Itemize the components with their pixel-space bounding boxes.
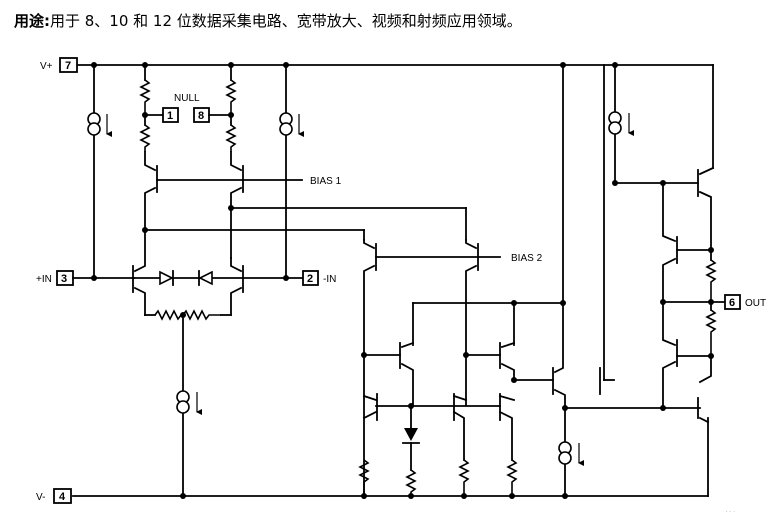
pin-4-number: 4 (59, 491, 66, 503)
vplus-label: V+ (40, 61, 53, 72)
pin-6-out: 6 OUT (724, 294, 766, 310)
caption-text: 用于 8、10 和 12 位数据采集电路、宽带放大、视频和射频应用领域。 (50, 12, 522, 30)
pin-7-number: 7 (65, 60, 71, 72)
junction-dots (91, 62, 714, 499)
input-diode-2 (198, 270, 213, 286)
vminus-label: V- (36, 492, 45, 503)
pin-4-vminus: V- 4 (36, 488, 72, 504)
pin-6-number: 6 (729, 297, 735, 309)
pin-3-in-plus: +IN 3 (36, 270, 74, 286)
vminus-rail (72, 417, 709, 497)
watermark: · · · (725, 509, 735, 516)
bias1-label: BIAS 1 (310, 176, 342, 187)
null-label: NULL (174, 93, 200, 104)
pin-2-in-minus: 2 -IN (302, 270, 336, 286)
current-source-5 (608, 111, 634, 136)
pin-1-null: 1 (162, 107, 179, 123)
figure-caption: 用途:用于 8、10 和 12 位数据采集电路、宽带放大、视频和射频应用领域。 (14, 10, 522, 31)
pin-8-null: 8 (193, 107, 210, 123)
in-plus-label: +IN (36, 274, 52, 285)
current-source-4 (558, 441, 584, 466)
caption-prefix: 用途: (14, 12, 50, 30)
pin-2-number: 2 (307, 273, 313, 285)
current-source-1 (87, 112, 112, 137)
pin-3-number: 3 (61, 273, 67, 285)
in-minus-label: -IN (323, 274, 336, 285)
current-source-3 (279, 112, 304, 137)
out-label: OUT (745, 298, 766, 309)
bias2-label: BIAS 2 (511, 253, 543, 264)
current-source-2 (176, 390, 202, 415)
pin-1-number: 1 (167, 110, 173, 122)
input-diode-1 (159, 270, 174, 286)
bias-diode (402, 428, 420, 444)
vplus-rail (77, 64, 714, 169)
pin-8-number: 8 (198, 110, 204, 122)
pin-7-vplus: V+ 7 (40, 57, 78, 73)
